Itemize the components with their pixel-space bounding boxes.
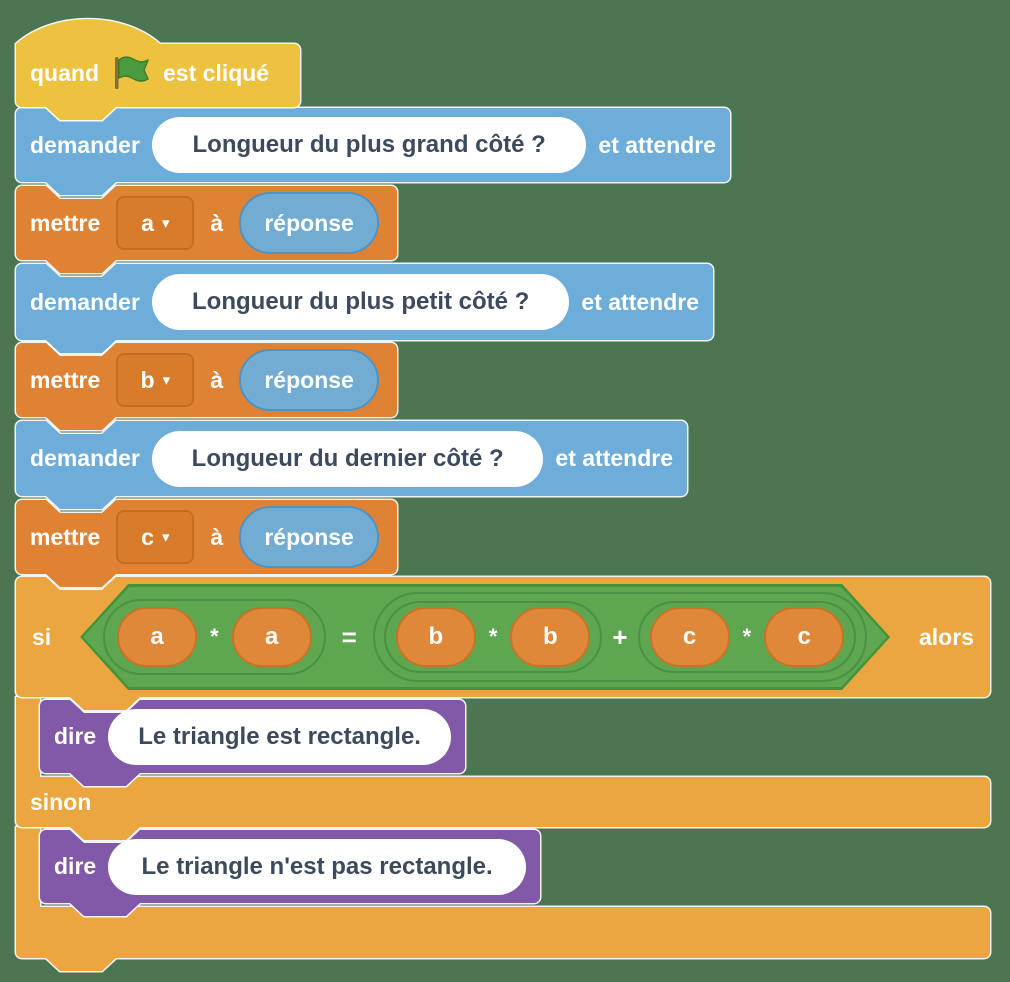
clicked-label: est cliqué [163,59,270,86]
to-label: à [210,366,224,393]
question-input[interactable]: Longueur du plus grand côté ? [151,117,587,173]
set-label: mettre [30,209,101,236]
set-label: mettre [30,523,101,550]
equals-operator: = [341,621,357,652]
say-label: dire [54,853,97,879]
to-label: à [210,523,224,550]
set-label: mettre [30,366,101,393]
variable-dropdown[interactable]: c ▾ [116,510,195,564]
and-wait-label: et attendre [581,288,699,315]
ask-block-3[interactable]: demander Longueur du dernier côté ? et a… [14,419,689,511]
if-label: si [32,623,52,650]
ask-block-2[interactable]: demander Longueur du plus petit côté ? e… [14,262,715,355]
ask-label: demander [30,131,140,158]
plus-operator: + [612,621,628,652]
variable-a-oval[interactable]: a [231,607,312,667]
multiply-a-a-reporter[interactable]: a * a [103,599,326,675]
variable-dropdown[interactable]: a ▾ [116,196,195,250]
variable-b-oval[interactable]: b [510,607,591,667]
when-flag-clicked-block[interactable]: quand est cliqué [14,10,302,122]
ask-block-1[interactable]: demander Longueur du plus grand côté ? e… [14,106,732,197]
say-block-else[interactable]: dire Le triangle n'est pas rectangle. [38,828,542,918]
when-label: quand [30,59,99,86]
set-variable-b-block[interactable]: mettre b ▾ à réponse [14,341,399,432]
set-variable-c-block[interactable]: mettre c ▾ à réponse [14,498,399,589]
variable-name: c [141,523,154,550]
say-message-input[interactable]: Le triangle est rectangle. [108,708,451,765]
dropdown-arrow-icon: ▾ [161,528,170,546]
multiply-operator: * [488,624,498,649]
question-input[interactable]: Longueur du plus petit côté ? [151,274,570,330]
then-label: alors [919,623,974,650]
if-block-else-bar[interactable]: sinon [14,695,992,842]
if-block-end-bar[interactable] [14,825,992,973]
answer-reporter[interactable]: réponse [239,192,380,254]
ask-label: demander [30,288,140,315]
and-wait-label: et attendre [598,131,716,158]
green-flag-icon [115,56,149,89]
multiply-c-c-reporter[interactable]: c * c [637,601,857,673]
say-label: dire [54,723,97,749]
to-label: à [210,209,224,236]
variable-c-oval[interactable]: c [649,607,730,667]
multiply-operator: * [742,624,752,649]
dropdown-arrow-icon: ▾ [162,371,171,389]
ask-label: demander [30,445,140,471]
variable-c-oval[interactable]: c [764,607,845,667]
answer-reporter[interactable]: réponse [239,349,380,411]
answer-reporter[interactable]: réponse [239,506,380,568]
say-message-input[interactable]: Le triangle n'est pas rectangle. [108,838,526,895]
and-wait-label: et attendre [555,445,673,471]
variable-name: b [140,366,155,393]
multiply-b-b-reporter[interactable]: b * b [383,601,603,673]
hexagon-fill [83,587,887,687]
question-input[interactable]: Longueur du dernier côté ? [151,430,544,487]
condition-boolean[interactable]: a * a = b * b + c * [80,584,890,690]
dropdown-arrow-icon: ▾ [161,214,170,232]
say-block-then[interactable]: dire Le triangle est rectangle. [38,698,467,788]
variable-name: a [141,209,154,236]
multiply-operator: * [210,624,219,649]
if-block-header[interactable]: si a * a = b * b [14,575,992,712]
else-label: sinon [30,788,92,815]
variable-dropdown[interactable]: b ▾ [116,353,195,407]
set-variable-a-block[interactable]: mettre a ▾ à réponse [14,184,399,275]
variable-b-oval[interactable]: b [395,607,476,667]
add-reporter[interactable]: b * b + c * c [372,592,868,682]
variable-a-oval[interactable]: a [117,607,198,667]
